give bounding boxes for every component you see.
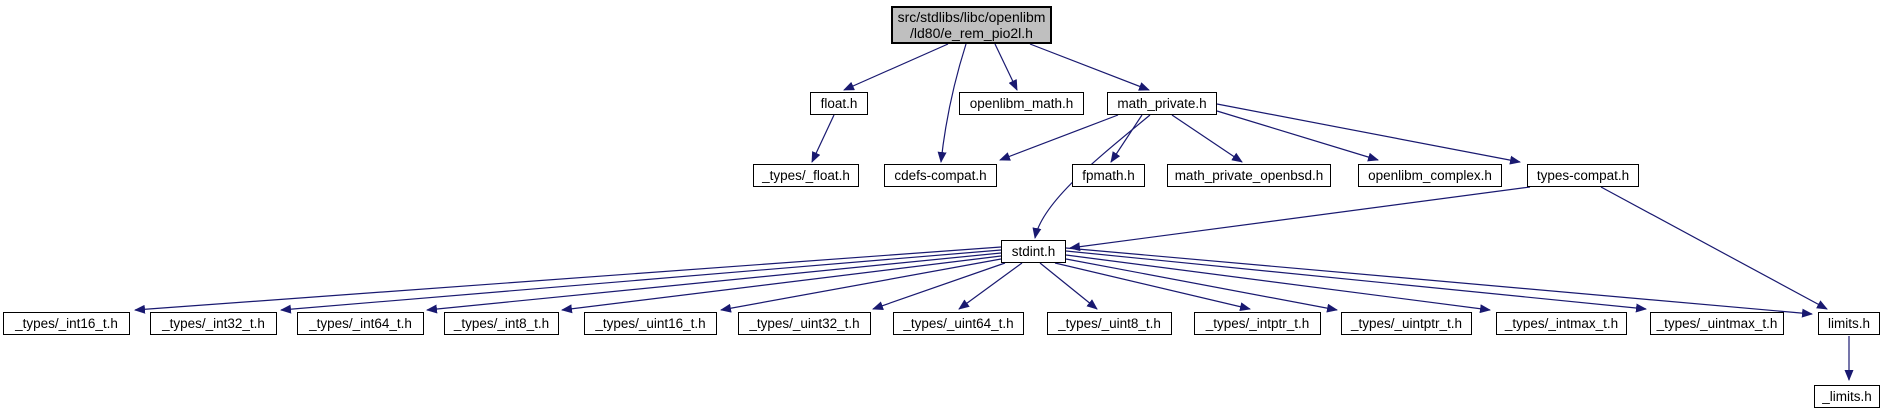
node-label: types-compat.h [1536,168,1630,183]
node-label: math_private_openbsd.h [1174,168,1324,183]
node-label: _types/_uintptr_t.h [1350,316,1463,331]
node-types-int16-t-h[interactable]: _types/_int16_t.h [3,312,130,335]
node-label: _types/_uint8_t.h [1058,316,1161,331]
edge-stdint-uint32 [872,262,1006,310]
node-label: _types/_intmax_t.h [1504,316,1619,331]
node-openlibm-math-h[interactable]: openlibm_math.h [959,92,1084,115]
edge-stdint-int64 [426,252,1002,314]
node-types-uint32-t-h[interactable]: _types/_uint32_t.h [738,312,871,335]
node-label: limits.h [1827,316,1870,331]
edge-types-compat-limits [1600,186,1828,310]
node-types-int64-t-h[interactable]: _types/_int64_t.h [297,312,424,335]
node-types-uintmax-t-h[interactable]: _types/_uintmax_t.h [1650,312,1784,335]
edge-root-float [843,43,949,91]
node-types-intmax-t-h[interactable]: _types/_intmax_t.h [1496,312,1627,335]
edge-math-private-types-compat [1216,103,1521,165]
node-types-int32-t-h[interactable]: _types/_int32_t.h [150,312,277,335]
edge-stdint-int8 [561,255,1002,314]
node-label: cdefs-compat.h [894,168,987,183]
edge-stdint-uint64 [958,262,1023,310]
node-label: _types/_int8_t.h [453,316,550,331]
node-types-intptr-t-h[interactable]: _types/_intptr_t.h [1194,312,1321,335]
node-stdint-h[interactable]: stdint.h [1001,240,1066,263]
edge-stdint-uint8 [1039,262,1098,310]
node-fpmath-h[interactable]: fpmath.h [1072,164,1145,187]
edge-stdint-uintmax [1065,250,1647,313]
edge-root-math-private [1029,43,1150,91]
node-label: stdint.h [1011,244,1056,259]
edge-math-private-cdefs-compat [999,114,1119,161]
node-types-uintptr-t-h[interactable]: _types/_uintptr_t.h [1341,312,1472,335]
node-label: openlibm_math.h [969,96,1074,111]
node-openlibm-complex-h[interactable]: openlibm_complex.h [1358,164,1502,187]
edge-stdint-int16 [134,246,1002,314]
node-label: _types/_intptr_t.h [1205,316,1310,331]
node-label: float.h [820,96,858,111]
node-types-uint16-t-h[interactable]: _types/_uint16_t.h [584,312,717,335]
edge-math-private-complex [1216,110,1379,162]
edge-stdint-uintptr [1065,258,1338,313]
node-label: _types/_uint16_t.h [595,316,706,331]
node-label: src/stdlibs/libc/openlibm [897,9,1046,25]
node-types-int8-t-h[interactable]: _types/_int8_t.h [444,312,559,335]
node-underscore-limits-h[interactable]: _limits.h [1814,385,1880,408]
edge-math-private-fpmath [1110,114,1143,163]
node-cdefs-compat-h[interactable]: cdefs-compat.h [884,164,997,187]
node-label: _types/_float.h [762,168,850,183]
node-float-h[interactable]: float.h [810,92,868,115]
node-label: /ld80/e_rem_pio2l.h [910,25,1033,41]
node-label: _types/_uintmax_t.h [1656,316,1778,331]
node-label: _types/_uint64_t.h [903,316,1014,331]
edge-float-types-float [811,114,835,163]
edge-stdint-intmax [1065,254,1491,314]
node-math-private-openbsd-h[interactable]: math_private_openbsd.h [1167,164,1331,187]
edge-stdint-int32 [280,249,1002,314]
node-label: openlibm_complex.h [1368,168,1492,183]
node-label: _types/_int64_t.h [309,316,412,331]
node-types-uint8-t-h[interactable]: _types/_uint8_t.h [1047,312,1172,335]
node-limits-h[interactable]: limits.h [1818,312,1880,335]
edge-stdint-intptr [1054,262,1251,312]
node-label: _types/_int16_t.h [15,316,118,331]
edge-root-openlibm-math [994,43,1018,91]
edge-types-compat-stdint [1069,186,1531,252]
node-label: math_private.h [1117,96,1207,111]
edge-stdint-limits [1065,247,1813,318]
node-label: fpmath.h [1082,168,1135,183]
node-math-private-h[interactable]: math_private.h [1107,92,1217,115]
node-label: _types/_uint32_t.h [749,316,860,331]
node-types-compat-h[interactable]: types-compat.h [1527,164,1639,187]
edge-stdint-uint16 [720,258,1002,313]
node-root-e-rem-pio2l[interactable]: src/stdlibs/libc/openlibm /ld80/e_rem_pi… [891,6,1052,44]
node-types-uint64-t-h[interactable]: _types/_uint64_t.h [893,312,1024,335]
node-label: _types/_int32_t.h [162,316,265,331]
node-types-float-h[interactable]: _types/_float.h [753,164,859,187]
edge-root-cdefs-compat [937,43,967,163]
node-label: _limits.h [1822,389,1872,404]
edge-math-private-openbsd [1171,114,1243,163]
